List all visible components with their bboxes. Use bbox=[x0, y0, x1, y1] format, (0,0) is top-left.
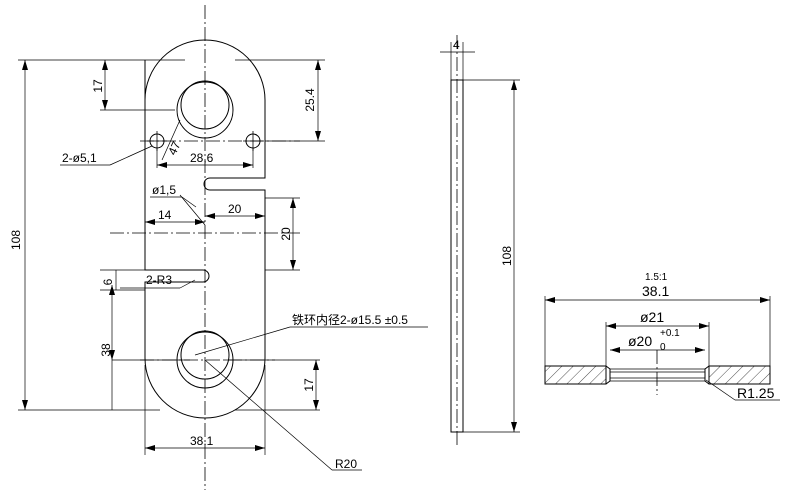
ring-profile bbox=[605, 365, 710, 385]
bottom-ring-hole-inner bbox=[180, 330, 230, 380]
dim-d1-5: ø1,5 bbox=[152, 183, 176, 197]
dim-d20-upper: +0.1 bbox=[660, 328, 680, 339]
dim-2-r3: 2-R3 bbox=[146, 273, 172, 287]
dim-108-left: 108 bbox=[9, 230, 23, 250]
dim-25-4: 25.4 bbox=[303, 88, 317, 112]
dim-20-horizontal: 20 bbox=[228, 202, 242, 216]
detail-view: 1.5:1 38.1 ø21 ø20 +0.1 0 R1.25 bbox=[544, 272, 780, 401]
dim-28-6: 28,6 bbox=[190, 151, 214, 165]
dim-r20: R20 bbox=[335, 457, 357, 471]
dim-d20-base: ø20 bbox=[628, 333, 652, 349]
section-right bbox=[708, 365, 771, 385]
section-left bbox=[544, 365, 607, 385]
dim-17-bottom: 17 bbox=[302, 378, 316, 392]
dim-38: 38 bbox=[99, 343, 113, 357]
dim-38-1-detail: 38.1 bbox=[642, 283, 669, 299]
dim-d20-lower: 0 bbox=[660, 342, 666, 353]
plate-outline bbox=[144, 39, 266, 419]
dim-47: 47 bbox=[165, 139, 183, 157]
top-ring-hole-inner bbox=[180, 80, 230, 130]
dim-108-side: 108 bbox=[500, 246, 514, 266]
dim-r1-25: R1.25 bbox=[737, 385, 775, 401]
side-view: 4 108 bbox=[440, 35, 520, 445]
dim-d21: ø21 bbox=[640, 309, 664, 325]
dim-thickness-4: 4 bbox=[453, 38, 460, 52]
top-ring-hole-outer bbox=[176, 81, 234, 139]
dim-ring-note: 铁环内径2-ø15.5 ±0.5 bbox=[292, 313, 408, 327]
dim-2-d5-1: 2-ø5,1 bbox=[62, 151, 97, 165]
dim-17-top: 17 bbox=[91, 79, 105, 93]
dim-20-vertical: 20 bbox=[279, 227, 293, 241]
dim-6: 6 bbox=[101, 278, 115, 285]
dim-14: 14 bbox=[158, 208, 172, 222]
front-view: 108 17 25.4 2-ø5,1 47 28,6 ø1,5 bbox=[9, 5, 428, 490]
dim-38-1: 38.1 bbox=[190, 434, 214, 448]
scale-label: 1.5:1 bbox=[645, 272, 668, 283]
